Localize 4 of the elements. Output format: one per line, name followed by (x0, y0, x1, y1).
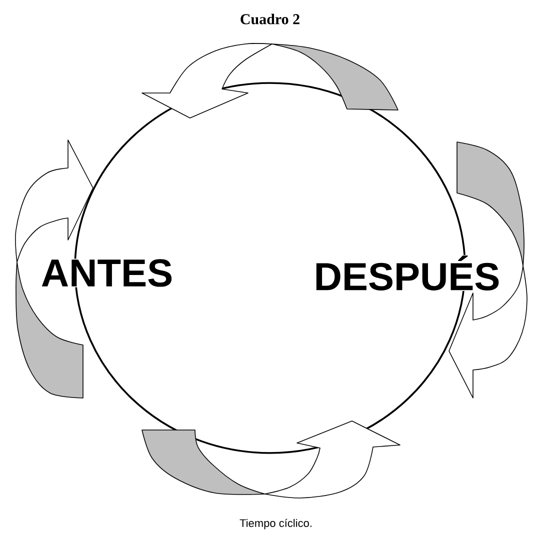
title: Cuadro 2 (240, 14, 300, 24)
large-label: DESPUÉS (313, 255, 501, 291)
caption: Tiempo cíclico. (240, 518, 312, 530)
large-label: ANTES (40, 258, 174, 288)
